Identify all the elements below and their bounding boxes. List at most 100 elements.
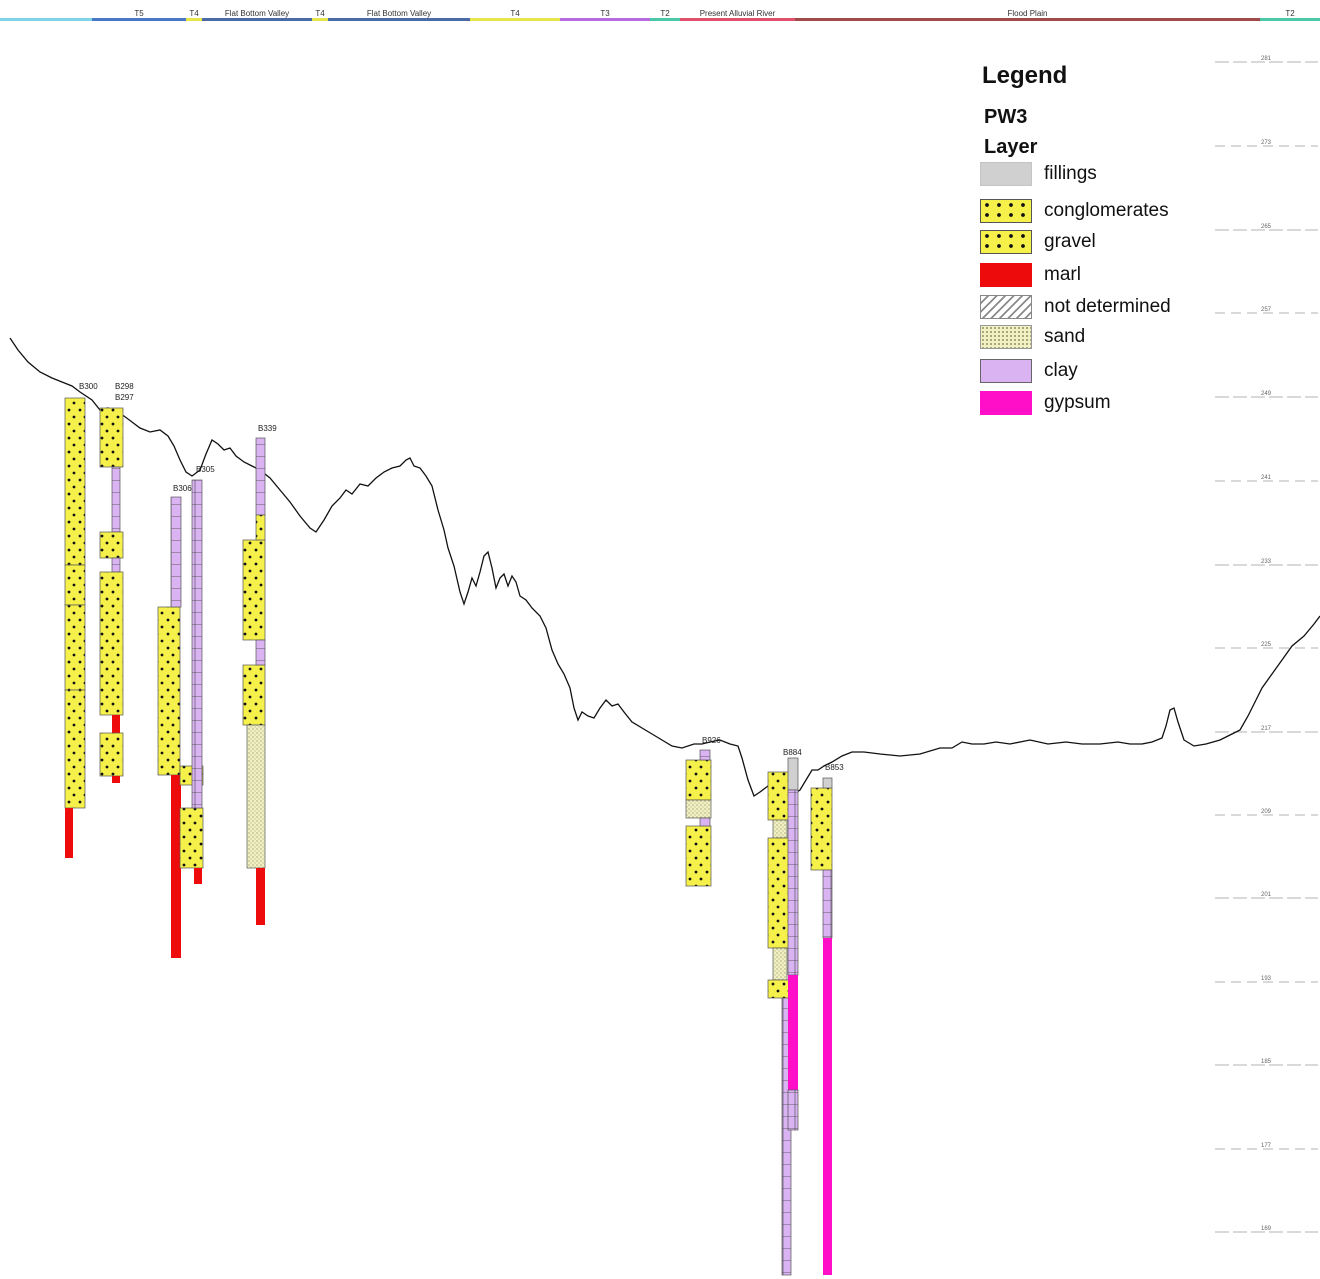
borehole-layer	[99, 407, 124, 468]
borehole-layer	[255, 639, 266, 666]
header-segment	[186, 18, 202, 21]
legend-label: marl	[1044, 264, 1081, 285]
legend-label: fillings	[1044, 163, 1097, 184]
borehole-layer	[99, 531, 124, 559]
legend-item-sand: sand	[980, 325, 1210, 349]
legend-label: gravel	[1044, 231, 1096, 252]
borehole-label: B297	[115, 393, 134, 402]
legend-label: not determined	[1044, 296, 1171, 317]
legend-field: Layer	[984, 136, 1038, 158]
gypsum-swatch	[980, 391, 1032, 415]
borehole-label: B339	[258, 424, 277, 433]
borehole-label: B926	[702, 736, 721, 745]
header-segment	[560, 18, 650, 21]
legend-label: gypsum	[1044, 392, 1111, 413]
borehole-layer	[242, 539, 266, 641]
borehole-layer	[787, 1089, 799, 1131]
elevation-tick-label: 249	[1261, 391, 1272, 397]
sand-swatch	[980, 325, 1032, 349]
legend-item-not-determined: not determined	[980, 295, 1210, 319]
not-determined-swatch	[980, 295, 1032, 319]
borehole-label: B884	[783, 748, 802, 757]
borehole-layer	[179, 807, 204, 869]
elevation-tick-label: 169	[1261, 1226, 1272, 1232]
borehole-layer	[767, 979, 791, 999]
borehole-layer	[246, 724, 266, 869]
elevation-tick-label: 201	[1261, 892, 1272, 898]
header-segment	[680, 18, 795, 21]
borehole-layer	[685, 759, 712, 801]
borehole-layer	[112, 776, 120, 783]
borehole-layer	[64, 689, 86, 809]
fillings-swatch	[980, 162, 1032, 186]
elevation-tick-label: 281	[1261, 56, 1272, 62]
header-segment	[650, 18, 680, 21]
borehole-layer	[99, 571, 124, 716]
borehole-layer	[64, 564, 86, 606]
borehole-columns	[64, 397, 833, 1276]
legend-item-gravel: gravel	[980, 230, 1210, 254]
elevation-tick-label: 193	[1261, 976, 1272, 982]
header-segment	[312, 18, 328, 21]
borehole-label: B298	[115, 382, 134, 391]
legend-group: PW3	[984, 106, 1028, 128]
legend-label: conglomerates	[1044, 200, 1169, 221]
borehole-label: B853	[825, 763, 844, 772]
elevation-tick-label: 273	[1261, 140, 1272, 146]
header-segment	[1260, 18, 1320, 21]
clay-swatch	[980, 359, 1032, 383]
conglomerates-swatch	[980, 199, 1032, 223]
legend-item-clay: clay	[980, 359, 1210, 383]
borehole-layer	[767, 837, 791, 949]
elevation-tick-label: 233	[1261, 559, 1272, 565]
borehole-layer	[788, 975, 798, 1090]
marl-swatch	[980, 263, 1032, 287]
borehole-layer	[822, 869, 833, 939]
borehole-layer	[772, 947, 788, 981]
header-segment-label: T2	[1285, 9, 1295, 18]
header-segment	[0, 18, 92, 21]
borehole-label: B306	[173, 484, 192, 493]
elevation-tick-label: 185	[1261, 1059, 1272, 1065]
elevation-tick-label: 217	[1261, 726, 1272, 732]
borehole-layer	[255, 514, 266, 541]
elevation-tick-label: 265	[1261, 224, 1272, 230]
header-segment-label: Flood Plain	[1007, 9, 1047, 18]
borehole-layer	[810, 787, 833, 871]
borehole-layer	[685, 799, 712, 819]
elevation-scale: 2812732652572492412332252172092011931851…	[1215, 56, 1318, 1233]
borehole-layer	[685, 825, 712, 887]
borehole-layer	[242, 664, 266, 726]
borehole-label: B300	[79, 382, 98, 391]
borehole-layer	[781, 997, 792, 1276]
borehole-layer	[65, 808, 73, 858]
header-segment-label: Flat Bottom Valley	[367, 9, 431, 18]
legend-item-conglomerates: conglomerates	[980, 199, 1210, 223]
borehole-layer	[787, 757, 799, 791]
header-segment	[470, 18, 560, 21]
borehole-layer	[255, 437, 266, 516]
borehole-layer	[699, 817, 711, 827]
borehole-layer	[823, 938, 832, 1138]
legend-item-gypsum: gypsum	[980, 391, 1210, 415]
legend-label: sand	[1044, 326, 1086, 347]
borehole-layer	[767, 771, 791, 821]
header-segment	[202, 18, 312, 21]
borehole-layer	[112, 715, 120, 733]
borehole-layer	[99, 732, 124, 777]
header-segment-label: T4	[189, 9, 199, 18]
borehole-layer	[64, 397, 86, 566]
legend-title: Legend	[982, 62, 1068, 89]
borehole-layer	[194, 868, 202, 884]
gravel-swatch	[980, 230, 1032, 254]
borehole-layer	[64, 604, 86, 691]
borehole-layer	[256, 868, 265, 925]
borehole-layer	[111, 466, 121, 533]
borehole-layer	[157, 606, 181, 776]
borehole-layer	[772, 819, 788, 839]
borehole-layer	[191, 479, 203, 809]
borehole-layer	[699, 749, 711, 761]
header-segment-label: Present Alluvial River	[700, 9, 776, 18]
